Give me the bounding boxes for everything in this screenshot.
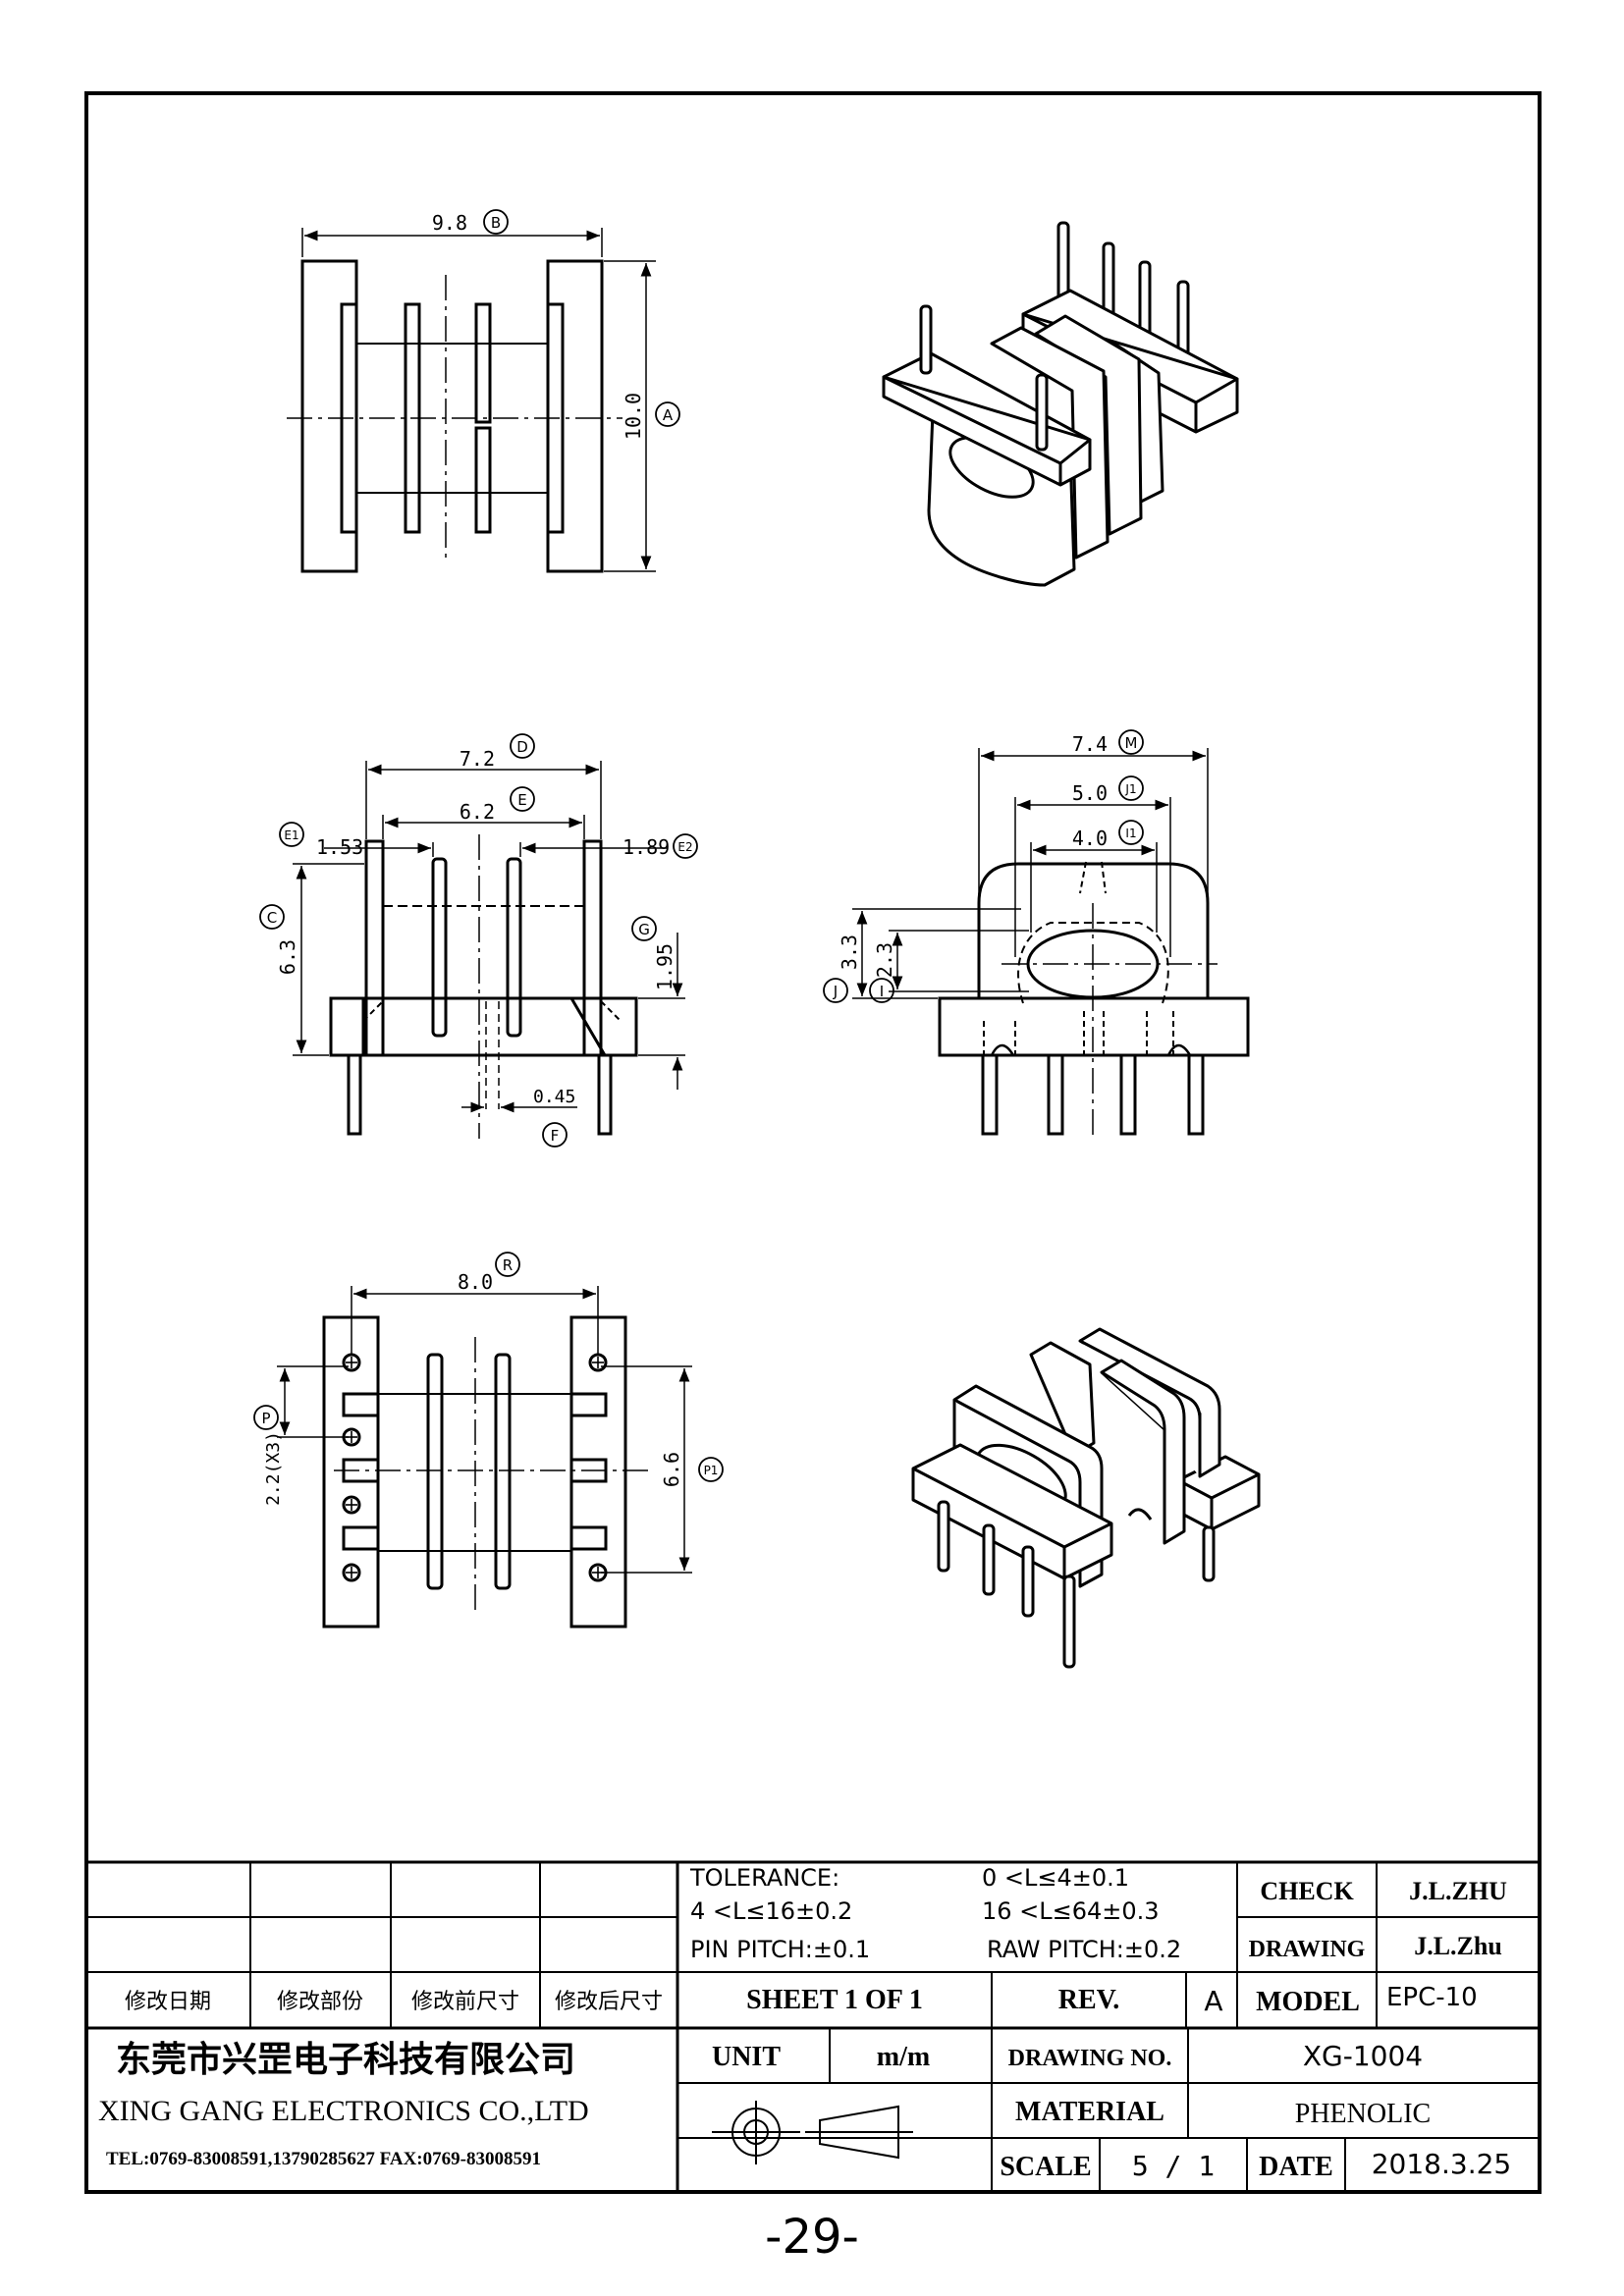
side-tag-m: M — [1118, 729, 1144, 755]
drawing-value: J.L.Zhu — [1414, 1932, 1502, 1960]
company-name-en: XING GANG ELECTRONICS CO.,LTD — [98, 2095, 589, 2127]
check-label: CHECK — [1260, 1877, 1354, 1905]
tolerance-range-1: 0 <L≤4±0.1 — [982, 1864, 1129, 1892]
front-tag-d: D — [510, 733, 535, 759]
material-label: MATERIAL — [1015, 2097, 1164, 2127]
drawing-number-value: XG-1004 — [1303, 2040, 1423, 2072]
check-value: J.L.ZHU — [1409, 1877, 1507, 1905]
side-tag-j1: J1 — [1118, 775, 1144, 801]
bottom-dim-p: 2.2(X3) — [263, 1431, 284, 1506]
front-dim-c: 6.3 — [276, 939, 299, 975]
top-tag-b: B — [483, 209, 509, 235]
front-dim-e: 6.2 — [460, 800, 495, 824]
drawing-number-label: DRAWING NO. — [1008, 2046, 1172, 2071]
front-dim-f: 0.45 — [533, 1087, 575, 1107]
svg-text:E1: E1 — [284, 828, 298, 842]
tolerance-range-3: 16 <L≤64±0.3 — [982, 1897, 1160, 1925]
tolerance-range-2: 4 <L≤16±0.2 — [690, 1897, 852, 1925]
bottom-tag-p1: P1 — [698, 1457, 724, 1482]
svg-text:P: P — [261, 1410, 270, 1427]
revision-value: A — [1204, 1985, 1222, 2017]
front-tag-e: E — [510, 786, 535, 812]
svg-text:I: I — [880, 983, 884, 1000]
side-dim-j: 3.3 — [838, 934, 861, 970]
side-view — [852, 748, 1250, 1139]
svg-text:R: R — [503, 1256, 513, 1274]
front-tag-f: F — [542, 1122, 568, 1148]
company-contact: TEL:0769-83008591,13790285627 FAX:0769-8… — [106, 2149, 541, 2169]
front-dim-g: 1.95 — [653, 943, 677, 990]
svg-text:J1: J1 — [1124, 782, 1136, 796]
svg-text:E: E — [517, 791, 526, 809]
svg-text:E2: E2 — [677, 840, 692, 854]
unit-label: UNIT — [712, 2042, 781, 2072]
front-tag-g: G — [631, 916, 657, 941]
svg-text:B: B — [491, 214, 501, 232]
scale-value: 5 / 1 — [1132, 2150, 1215, 2182]
top-dim-a: 10.0 — [622, 393, 645, 440]
sheet-border — [84, 91, 1542, 2194]
side-dim-i: 2.3 — [873, 942, 896, 978]
revision-date-header: 修改日期 — [125, 1990, 211, 2014]
model-value: EPC-10 — [1386, 1983, 1478, 2012]
bottom-tag-r: R — [495, 1252, 520, 1277]
front-tag-e2: E2 — [673, 833, 698, 859]
svg-text:F: F — [551, 1127, 560, 1145]
bottom-dim-p1: 6.6 — [660, 1452, 683, 1487]
page-number: -29- — [765, 2210, 859, 2265]
bottom-view — [277, 1286, 692, 1629]
unit-value: m/m — [877, 2042, 930, 2072]
bottom-hole-crosses — [346, 1357, 604, 1578]
tolerance-label: TOLERANCE: — [689, 1864, 839, 1892]
isometric-view-pins-down — [911, 1327, 1261, 1669]
svg-text:C: C — [267, 909, 277, 927]
svg-text:P1: P1 — [704, 1464, 719, 1477]
company-name-cn: 东莞市兴罡电子科技有限公司 — [116, 2040, 575, 2080]
svg-text:I1: I1 — [1125, 827, 1136, 840]
side-dim-m: 7.4 — [1072, 732, 1108, 756]
side-tag-i: I — [869, 978, 894, 1003]
revision-before-header: 修改前尺寸 — [411, 1990, 519, 2014]
front-tag-c: C — [259, 904, 285, 930]
side-tag-j: J — [823, 978, 848, 1003]
date-value: 2018.3.25 — [1372, 2148, 1512, 2180]
revision-part-header: 修改部份 — [277, 1990, 363, 2014]
top-view — [287, 228, 656, 573]
front-tag-e1: E1 — [279, 822, 304, 847]
bottom-dim-r: 8.0 — [458, 1270, 493, 1294]
top-tag-a: A — [655, 401, 680, 427]
svg-text:G: G — [638, 921, 650, 938]
raw-pitch: RAW PITCH:±0.2 — [987, 1936, 1181, 1963]
bottom-tag-p: P — [253, 1405, 279, 1430]
svg-text:M: M — [1125, 734, 1138, 752]
date-label: DATE — [1259, 2152, 1333, 2182]
side-dim-j1: 5.0 — [1072, 781, 1108, 805]
revision-after-header: 修改后尺寸 — [555, 1990, 663, 2014]
revision-label: REV. — [1058, 1985, 1120, 2015]
svg-text:A: A — [663, 406, 674, 424]
material-value: PHENOLIC — [1295, 2099, 1431, 2129]
front-dim-e1: 1.53 — [316, 835, 363, 859]
front-dim-e2: 1.89 — [623, 835, 670, 859]
sheet-count: SHEET 1 OF 1 — [746, 1985, 923, 2015]
front-view — [293, 761, 685, 1139]
svg-text:D: D — [516, 738, 528, 756]
front-dim-d: 7.2 — [460, 747, 495, 771]
side-tag-i1: I1 — [1118, 820, 1144, 845]
title-block-grid — [86, 1860, 1540, 2192]
drawing-label: DRAWING — [1249, 1937, 1366, 1962]
isometric-view-pins-up — [882, 221, 1239, 587]
scale-label: SCALE — [1000, 2152, 1091, 2182]
svg-text:J: J — [833, 983, 838, 1000]
model-label: MODEL — [1256, 1987, 1360, 2017]
projection-symbol-icon — [712, 2101, 913, 2164]
pin-pitch: PIN PITCH:±0.1 — [690, 1936, 870, 1963]
side-dim-i1: 4.0 — [1072, 827, 1108, 850]
top-dim-b: 9.8 — [432, 211, 467, 235]
